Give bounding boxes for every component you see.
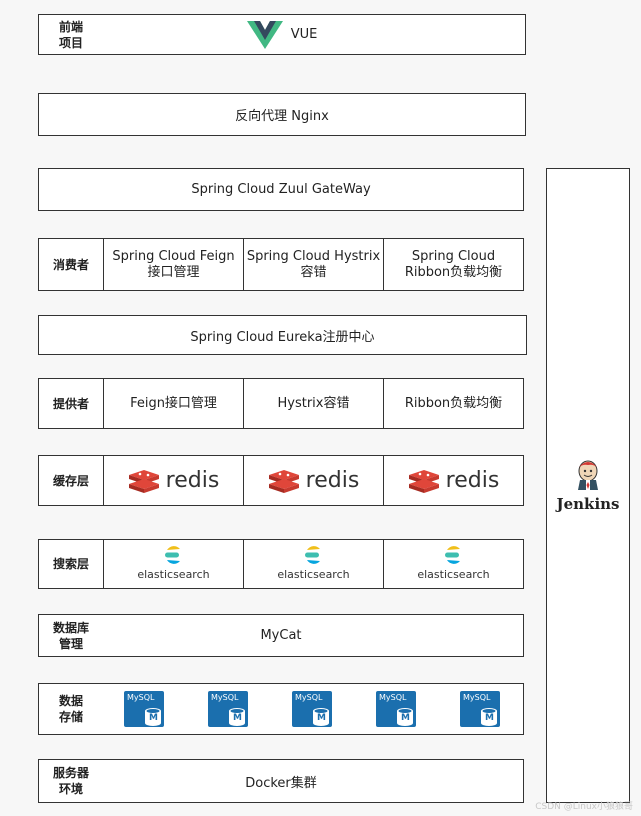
jenkins-column: Jenkins xyxy=(546,168,630,803)
provider-ribbon: Ribbon负载均衡 xyxy=(383,379,523,428)
redis-text: redis xyxy=(165,467,220,493)
mysql-m-label: M xyxy=(485,713,494,723)
es-cell-1: elasticsearch xyxy=(103,540,243,588)
redis-text: redis xyxy=(305,467,360,493)
es-cell-2: elasticsearch xyxy=(243,540,383,588)
storage-label: 数据 存储 xyxy=(58,694,83,724)
mysql-label: MySQL xyxy=(211,693,239,702)
mysql-instance: MySQL M xyxy=(292,689,334,729)
docker-text: Docker集群 xyxy=(245,775,317,791)
redis-icon xyxy=(128,469,159,493)
frontend-layer: 前端 项目 VUE xyxy=(38,14,526,55)
redis-cell-2: redis xyxy=(243,456,383,505)
dbmgmt-label: 数据库 管理 xyxy=(52,620,89,651)
storage-layer: 数据 存储 MySQL M MySQL M xyxy=(38,683,524,735)
search-label: 搜索层 xyxy=(52,557,89,571)
eureka-text: Spring Cloud Eureka注册中心 xyxy=(190,329,375,345)
jenkins-icon xyxy=(578,460,598,490)
redis-cell-1: redis xyxy=(103,456,243,505)
mysql-label: MySQL xyxy=(295,693,323,702)
mycat-text: MyCat xyxy=(260,628,302,643)
elasticsearch-icon xyxy=(305,546,321,564)
frontend-label: 前端 项目 xyxy=(58,19,83,50)
redis-icon xyxy=(268,469,299,493)
gateway-layer: Spring Cloud Zuul GateWay xyxy=(38,168,524,211)
consumer-hystrix: Spring Cloud Hystrix 容错 xyxy=(243,239,383,290)
nginx-layer: 反向代理 Nginx xyxy=(38,93,526,136)
consumer-feign: Spring Cloud Feign 接口管理 xyxy=(103,239,243,290)
elasticsearch-text: elasticsearch xyxy=(277,568,350,581)
mysql-instance: MySQL M xyxy=(124,689,166,729)
elasticsearch-text: elasticsearch xyxy=(417,568,490,581)
server-layer: 服务器 环境 Docker集群 xyxy=(38,759,524,803)
vue-text: VUE xyxy=(290,27,318,42)
provider-label: 提供者 xyxy=(52,396,89,411)
mysql-label: MySQL xyxy=(379,693,407,702)
server-label: 服务器 环境 xyxy=(52,766,89,796)
redis-cell-3: redis xyxy=(383,456,523,505)
gateway-text: Spring Cloud Zuul GateWay xyxy=(191,182,371,197)
mysql-m-label: M xyxy=(233,713,242,723)
redis-icon xyxy=(408,469,439,493)
redis-text: redis xyxy=(445,467,500,493)
mysql-db-icon xyxy=(208,691,248,727)
mysql-instance: MySQL M xyxy=(460,689,502,729)
mysql-row: MySQL M MySQL M MySQL M xyxy=(103,684,523,734)
watermark: CSDN @Linux小狼狼哥 xyxy=(535,802,633,812)
eureka-layer: Spring Cloud Eureka注册中心 xyxy=(38,315,527,355)
consumer-ribbon: Spring Cloud Ribbon负载均衡 xyxy=(383,239,523,290)
vue-logo-icon xyxy=(246,20,283,49)
consumer-layer: 消费者 Spring Cloud Feign 接口管理 Spring Cloud… xyxy=(38,238,524,291)
mysql-label: MySQL xyxy=(463,693,491,702)
dbmgmt-layer: 数据库 管理 MyCat xyxy=(38,614,524,657)
cache-layer: 缓存层 redis xyxy=(38,455,524,506)
mysql-instance: MySQL M xyxy=(376,689,418,729)
mysql-label: MySQL xyxy=(127,693,155,702)
provider-feign: Feign接口管理 xyxy=(103,379,243,428)
mysql-db-icon xyxy=(460,691,500,727)
elasticsearch-text: elasticsearch xyxy=(137,568,210,581)
mysql-db-icon xyxy=(376,691,416,727)
mysql-m-label: M xyxy=(149,713,158,723)
provider-layer: 提供者 Feign接口管理 Hystrix容错 Ribbon负载均衡 xyxy=(38,378,524,429)
jenkins-text: Jenkins xyxy=(556,494,620,513)
search-layer: 搜索层 elasticsearch elasticsearch xyxy=(38,539,524,589)
mysql-m-label: M xyxy=(317,713,326,723)
consumer-label: 消费者 xyxy=(52,257,89,272)
mysql-db-icon xyxy=(292,691,332,727)
mysql-m-label: M xyxy=(401,713,410,723)
elasticsearch-icon xyxy=(445,546,461,564)
cache-label: 缓存层 xyxy=(52,473,89,488)
nginx-text: 反向代理 Nginx xyxy=(235,109,329,124)
elasticsearch-icon xyxy=(165,546,181,564)
es-cell-3: elasticsearch xyxy=(383,540,523,588)
provider-hystrix: Hystrix容错 xyxy=(243,379,383,428)
mysql-instance: MySQL M xyxy=(208,689,250,729)
mysql-db-icon xyxy=(124,691,164,727)
